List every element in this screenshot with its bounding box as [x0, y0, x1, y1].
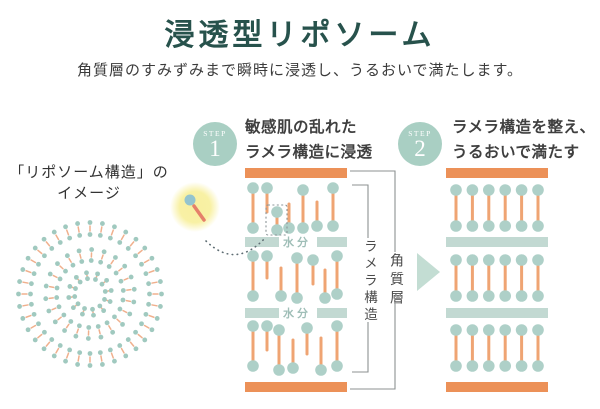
- step1-badge-word: STEP: [203, 129, 227, 138]
- step2-badge-word: STEP: [408, 129, 432, 138]
- step2-heading-line2: うるおいで満たす: [452, 144, 580, 161]
- liposome-structure-label: 「リポソーム構造」の イメージ: [8, 163, 170, 205]
- flow-right-arrow-icon: [417, 253, 440, 291]
- step1-heading-line1: 敏感肌の乱れた: [245, 119, 358, 136]
- single-liposome-molecule-icon: [184, 194, 206, 222]
- page-subtitle: 角質層のすみずみまで瞬時に浸透し、うるおいで満たします。: [76, 62, 524, 79]
- step1-heading-line2: ラメラ構造に浸透: [245, 144, 373, 161]
- focus-dashed-box-icon: [265, 204, 288, 236]
- liposome-ring-diagram: [16, 220, 164, 368]
- liposome-structure-label-line2: イメージ: [57, 186, 121, 202]
- step2-badge-number: 2: [414, 136, 426, 161]
- step2-heading: ラメラ構造を整え、 うるおいで満たす: [452, 115, 596, 165]
- stratum-bracket: [350, 170, 396, 390]
- lamella-panel-step1-disordered: [245, 168, 347, 392]
- page-title: 浸透型リポソーム: [164, 19, 436, 52]
- stratum-corneum-label: 角質層: [389, 253, 405, 309]
- step2-badge-icon: STEP 2: [398, 122, 442, 166]
- water-label-lower: 水分: [283, 308, 311, 320]
- liposome-structure-label-line1: 「リポソーム構造」の: [9, 165, 169, 181]
- lamella-panel-step2-ordered: [446, 168, 548, 392]
- lamella-structure-label: ラメラ構造: [362, 239, 377, 324]
- step1-heading: 敏感肌の乱れた ラメラ構造に浸透: [245, 115, 373, 165]
- step2-heading-line1: ラメラ構造を整え、: [452, 119, 596, 136]
- penetration-dotted-path-icon: [205, 236, 267, 256]
- lamella-bracket: [352, 184, 369, 373]
- step1-badge-icon: STEP 1: [193, 122, 237, 166]
- water-label-upper: 水分: [283, 237, 311, 249]
- step1-badge-number: 1: [209, 136, 221, 161]
